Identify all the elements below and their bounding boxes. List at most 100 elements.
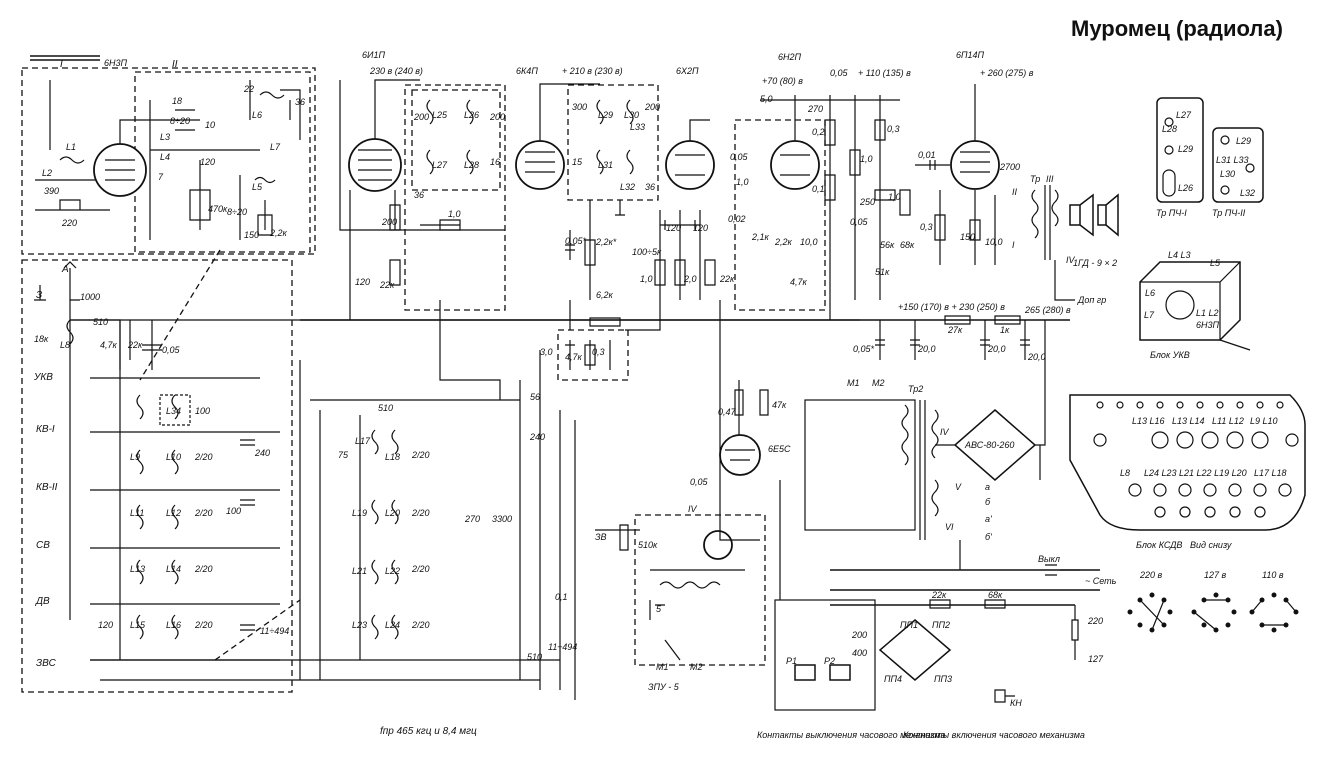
coil-l15: L15 (130, 620, 146, 630)
gang-dashes (139, 249, 301, 661)
pp2-label: ПП2 (932, 620, 950, 630)
c-0-05d: 0,05 (830, 68, 849, 78)
c-2-20a: 2/20 (194, 452, 213, 462)
coil-l23: L23 (352, 620, 367, 630)
coil-l22: L22 (385, 566, 400, 576)
roman-VI: VI (945, 522, 954, 532)
preamp-network (824, 95, 911, 300)
tr-pch2-coil-2: L31 L33 (1216, 155, 1249, 165)
pickup-input (595, 524, 640, 551)
tube-indicator (719, 434, 761, 476)
r-51k: 51к (875, 267, 890, 277)
c-200a: 200 (413, 112, 429, 122)
speaker-label: 1ГД - 9 × 2 (1073, 258, 1117, 268)
tube-v5-voltage-a: +70 (80) в (762, 76, 803, 86)
c-0-05e: 0,05 (850, 217, 869, 227)
c-300: 300 (572, 102, 587, 112)
c-2-20f: 2/20 (411, 508, 430, 518)
c-200b: 200 (489, 112, 505, 122)
schematic-title: Муромец (радиола) (1071, 16, 1283, 41)
coil-l28: L28 (464, 160, 479, 170)
power-m1: М1 (847, 378, 860, 388)
tr-pch2-coil-1: L29 (1236, 136, 1251, 146)
tube-v3-voltage: + 210 в (230 в) (562, 66, 623, 76)
c-22: 22 (243, 84, 254, 94)
coil-l29: L29 (598, 110, 613, 120)
coil-l31: L31 (598, 160, 613, 170)
r-22k-b: 22к (379, 280, 395, 290)
heterodyne-coils (310, 399, 520, 680)
tube-v3-electrodes (525, 83, 600, 173)
ksdv-block-label: Блок КСДВ (1136, 540, 1182, 550)
roman-I: I (1012, 240, 1015, 250)
coil-l24: L24 (385, 620, 400, 630)
ukv-input-coil-l8 (66, 300, 121, 660)
power-transformer-label: Тр2 (908, 384, 923, 394)
switch-off-label: Выкл (1038, 554, 1060, 564)
mains-scheme-110 (1249, 592, 1299, 633)
ukv-coil-4: L7 (1144, 310, 1155, 320)
coil-l8: L8 (60, 340, 70, 350)
tube-v2 (348, 138, 402, 192)
c-2-20c: 2/20 (194, 564, 213, 574)
zpu-roman4: IV (688, 504, 698, 514)
tr-pch1-coil-3: L29 (1178, 144, 1193, 154)
ksdv-coils-left (136, 394, 144, 640)
tr-pch2-coil-4: L32 (1240, 188, 1255, 198)
coil-l34-box (159, 394, 191, 426)
c-510b: 510 (378, 403, 393, 413)
ukv-mixer-network (149, 100, 260, 240)
zpu-label: ЗПУ - 5 (648, 682, 680, 692)
r-56k: 56к (880, 240, 895, 250)
tube-v3-label: 6К4П (516, 66, 538, 76)
coil-l25: L25 (432, 110, 448, 120)
c-200d: 200 (851, 630, 867, 640)
mains-switch (1045, 564, 1080, 576)
r-1-0b: 1,0 (640, 274, 653, 284)
coil-l27: L27 (432, 160, 448, 170)
tr-pch2-hole-1 (1220, 135, 1230, 145)
c-20-0a: 20,0 (917, 344, 936, 354)
coil-l5: L5 (252, 182, 263, 192)
detector-network (654, 210, 716, 300)
pin-b: б (985, 497, 991, 507)
c-56: 56 (530, 392, 540, 402)
zpu-m2: М2 (690, 662, 703, 672)
relay-bridge (878, 619, 952, 681)
r-390: 390 (44, 186, 59, 196)
ground-label: З (36, 290, 42, 301)
output-network (934, 190, 996, 265)
c-0-01: 0,01 (918, 150, 936, 160)
coil-l18: L18 (385, 452, 400, 462)
c-270b: 270 (807, 104, 823, 114)
coil-l10: L10 (166, 452, 181, 462)
volume-control-frame (557, 329, 629, 381)
r-100-5k: 100÷5к (632, 247, 662, 257)
tr-pch1-label: Тр ПЧ-I (1156, 208, 1187, 218)
mains-rails (830, 569, 1100, 606)
tr-pch2-hole-3 (1220, 185, 1230, 195)
r-0-3c: 0,3 (920, 222, 933, 232)
r-1k: 1к (1000, 325, 1010, 335)
c-120: 120 (200, 157, 215, 167)
c-0-05b: 0,05* (565, 236, 587, 246)
ukv-input-network (35, 179, 110, 211)
coil-l1: L1 (66, 142, 76, 152)
output-transformer (1031, 185, 1059, 260)
tr-pch2-hole-2 (1245, 163, 1255, 173)
tr-pch1-coil-2: L28 (1162, 124, 1177, 134)
coil-l2: L2 (42, 168, 52, 178)
r-1-0c: 1,0 (860, 154, 873, 164)
coil-l19: L19 (352, 508, 367, 518)
c-36c: 36 (645, 182, 655, 192)
ksdv-row2-3: L17 L18 (1254, 468, 1287, 478)
roman-IV-b: IV (940, 427, 950, 437)
c-200c: 200 (644, 102, 660, 112)
c-0-05c: 0,05 (730, 152, 749, 162)
volume-controls (565, 340, 611, 370)
band-dv: ДВ (35, 596, 50, 607)
c-10-0b: 10,0 (985, 237, 1003, 247)
indicator-label: 6Е5С (768, 444, 791, 454)
c-36b: 36 (414, 190, 424, 200)
